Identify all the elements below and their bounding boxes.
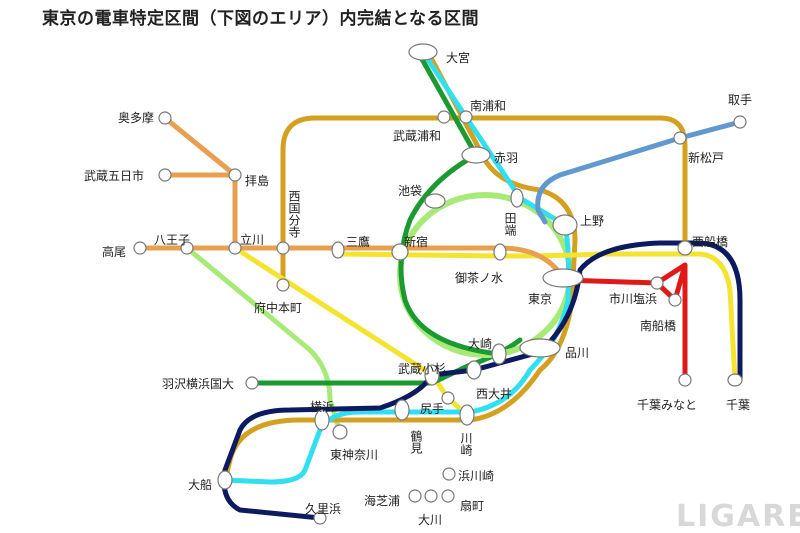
- station-label-shinagawa: 品川: [565, 346, 589, 360]
- station-marker-minami-funabashi: [668, 293, 682, 307]
- station-label-fuchu-hommachi: 府中本町: [254, 300, 302, 315]
- station-marker-ochanomizu: [493, 243, 507, 261]
- station-label-hachioji: 八王子: [154, 233, 190, 247]
- station-label-kurihama: 久里浜: [305, 502, 341, 516]
- station-label-musashi-urawa: 武蔵浦和: [393, 129, 441, 143]
- station-label-ochanomizu: 御茶ノ水: [455, 270, 503, 285]
- station-label-musashi-kosugi: 武蔵小杉: [398, 362, 446, 376]
- station-marker-yokohama: [314, 409, 330, 431]
- station-label-higashi-kanagawa: 東神奈川: [330, 448, 378, 462]
- station-marker-tachikawa: [228, 241, 242, 255]
- station-marker-nishi-oi: [466, 360, 482, 380]
- station-label-umi-shibaura: 海芝浦: [364, 493, 400, 508]
- station-label-shin-matsudo: 新松戸: [688, 150, 724, 165]
- station-label-hazawa-yokohama-kokudai: 羽沢横浜国大: [162, 377, 234, 391]
- station-marker-umi-shibaura: [408, 489, 422, 503]
- station-label-okutama: 奥多摩: [118, 110, 154, 125]
- station-label-takao: 高尾: [102, 244, 126, 259]
- station-label-akabane: 赤羽: [494, 151, 518, 165]
- station-label-osaki: 大崎: [468, 337, 492, 351]
- station-marker-omiya: [408, 43, 438, 61]
- station-label-tachikawa: 立川: [240, 232, 264, 247]
- station-marker-ueno: [552, 214, 578, 236]
- station-label-mitaka: 三鷹: [346, 234, 370, 249]
- station-marker-hazawa: [245, 376, 259, 390]
- station-marker-higashi-kanagawa: [332, 424, 348, 440]
- station-marker-takao: [133, 241, 147, 255]
- station-marker-musashi-kosugi: [424, 364, 440, 386]
- station-label-tokyo: 東京: [528, 292, 552, 306]
- station-label-musashi-itsukaichi: 武蔵五日市: [84, 168, 144, 183]
- page-title: 東京の電車特定区間（下図のエリア）内完結となる区間: [42, 9, 479, 29]
- station-label-toride: 取手: [728, 93, 752, 107]
- station-label-nishi-funabashi: 西船橋: [692, 235, 728, 249]
- line-yokohama: [184, 245, 343, 435]
- station-marker-shitte: [441, 391, 455, 405]
- station-label-kawasaki: 川崎: [459, 432, 473, 456]
- station-marker-shinagawa: [519, 338, 561, 358]
- station-markers: [133, 43, 747, 525]
- station-label-shitte: 尻手: [420, 402, 444, 416]
- station-label-nishi-oi: 西大井: [476, 387, 512, 401]
- station-marker-fuchu-hommachi: [276, 278, 290, 292]
- station-marker-ofuna: [217, 470, 233, 490]
- station-label-ogimachi: 扇町: [460, 498, 484, 513]
- station-label-hama-kawasaki: 浜川崎: [458, 469, 494, 483]
- station-marker-ogimachi: [441, 489, 455, 503]
- station-marker-ichikawa-shiohama: [650, 276, 664, 290]
- station-marker-ikebukuro: [424, 193, 446, 209]
- line-joban: [535, 119, 743, 225]
- station-label-chiba: 千葉: [726, 398, 750, 412]
- station-label-tsurumi: 鶴見: [409, 429, 423, 454]
- station-marker-tsurumi: [394, 399, 410, 421]
- line-ome: [162, 115, 238, 251]
- station-label-okawa: 大川: [418, 513, 442, 527]
- station-label-minami-urawa: 南浦和: [470, 98, 506, 113]
- station-label-omiya: 大宮: [446, 50, 470, 65]
- station-label-yokohama: 横浜: [310, 400, 334, 414]
- station-marker-shin-matsudo: [673, 131, 687, 145]
- station-marker-chiba-minato: [678, 373, 692, 387]
- station-label-nishi-kokubunji: 西国分寺: [287, 190, 301, 238]
- station-label-ofuna: 大船: [188, 478, 212, 492]
- station-marker-okutama: [158, 111, 172, 125]
- station-marker-kurihama: [313, 511, 327, 525]
- station-marker-musashi-urawa: [437, 110, 451, 124]
- station-marker-tabata: [510, 188, 524, 208]
- station-marker-osaki: [491, 343, 507, 365]
- station-marker-shinjuku: [391, 243, 409, 261]
- station-marker-nishi-kokubunji: [276, 241, 290, 255]
- station-marker-toride: [733, 115, 747, 129]
- station-marker-chiba: [727, 373, 743, 387]
- station-label-minami-funabashi: 南船橋: [640, 318, 676, 333]
- station-marker-tokyo: [542, 268, 584, 288]
- station-marker-akabane: [461, 146, 491, 164]
- station-label-haijima: 拝島: [245, 173, 269, 188]
- station-marker-nishi-funabashi: [677, 240, 693, 256]
- station-marker-musashi-itsukaichi: [158, 168, 172, 182]
- station-marker-haijima: [228, 168, 242, 182]
- station-label-tabata: 田端: [503, 212, 517, 237]
- station-label-ichikawa-shiohama: 市川塩浜: [609, 291, 657, 306]
- line-nambu: [232, 245, 470, 418]
- station-marker-hama-kawasaki: [442, 467, 456, 481]
- station-label-ueno: 上野: [580, 214, 604, 228]
- station-marker-minami-urawa: [459, 110, 473, 124]
- watermark-logo: LIGARE: [676, 499, 800, 533]
- station-label-shinjuku: 新宿: [404, 234, 428, 249]
- station-marker-kawasaki: [459, 404, 475, 426]
- station-marker-mitaka: [331, 241, 345, 259]
- station-marker-hachioji: [180, 241, 194, 255]
- station-label-chiba-minato: 千葉みなと: [637, 398, 697, 412]
- station-marker-okawa: [424, 489, 438, 503]
- station-label-ikebukuro: 池袋: [398, 184, 422, 198]
